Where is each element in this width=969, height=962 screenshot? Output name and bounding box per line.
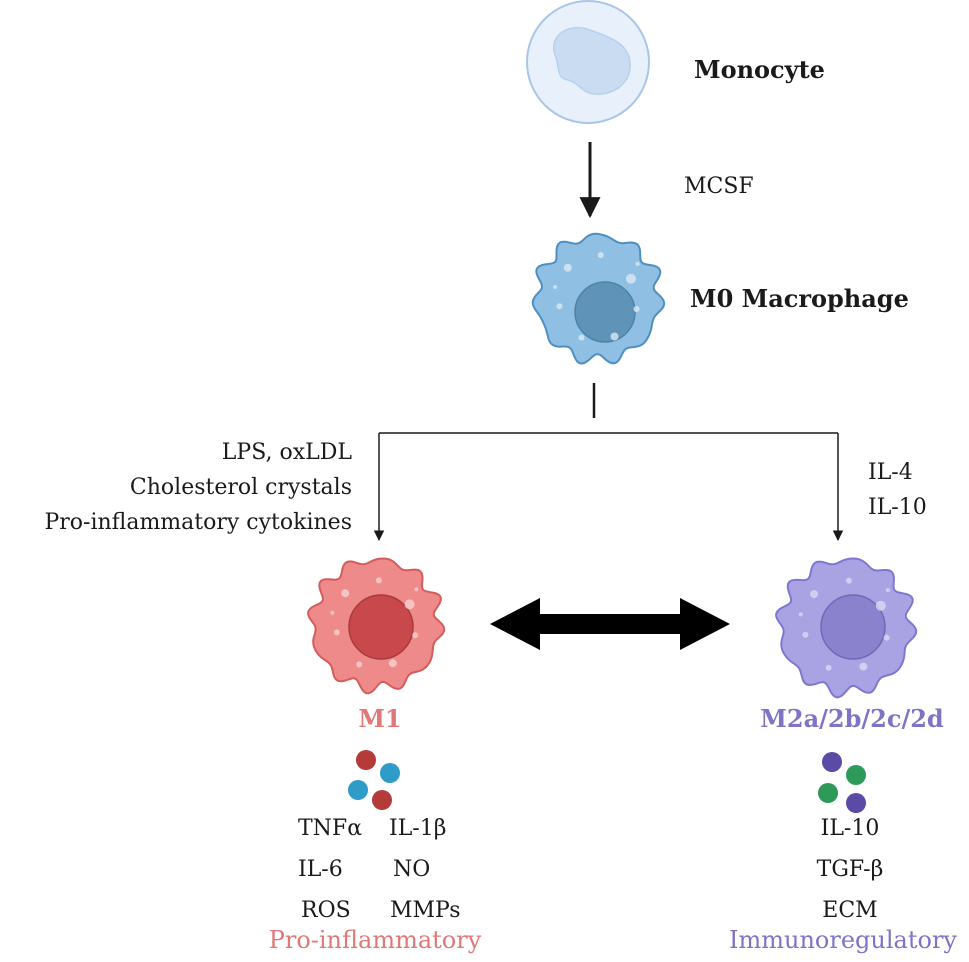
m1-marker-ros: ROS	[301, 898, 351, 923]
branch-connector	[373, 383, 844, 542]
m1-stimuli-line-1: LPS, oxLDL	[221, 440, 352, 465]
m1-marker-tnfa: TNFα	[298, 816, 363, 841]
m1-macrophage-cell-icon	[307, 557, 446, 695]
m1-marker-il6: IL-6	[298, 857, 343, 882]
m1-cytokine-dots-icon	[348, 750, 400, 810]
m2-stimuli-line-1: IL-4	[868, 460, 913, 485]
m2-label: M2a/2b/2c/2d	[760, 704, 944, 733]
m1-label: M1	[358, 704, 402, 733]
m0-macrophage-cell-icon	[531, 232, 666, 365]
m2-cytokine-dots-icon	[818, 752, 866, 813]
m1-marker-mmps: MMPs	[390, 898, 461, 923]
mcsf-label: MCSF	[684, 174, 754, 199]
monocyte-label: Monocyte	[694, 55, 825, 84]
bidirectional-arrow-icon	[490, 598, 730, 650]
m1-stimuli-line-2: Cholesterol crystals	[129, 475, 352, 500]
m1-phenotype-label: Pro-inflammatory	[268, 926, 482, 954]
m2-phenotype-label: Immunoregulatory	[729, 926, 957, 954]
monocyte-cell-icon	[526, 0, 650, 124]
m2-marker-ecm: ECM	[822, 898, 878, 923]
m1-marker-il1b: IL-1β	[389, 816, 447, 841]
m2-macrophage-cell-icon	[775, 557, 918, 699]
m1-marker-no: NO	[393, 857, 431, 882]
m2-marker-tgfb: TGF-β	[816, 857, 884, 882]
m2-marker-il10: IL-10	[820, 816, 880, 841]
m1-stimuli-line-3: Pro-inflammatory cytokines	[44, 510, 352, 535]
m2-stimuli-line-2: IL-10	[868, 495, 927, 520]
m0-macrophage-label: M0 Macrophage	[690, 284, 909, 313]
